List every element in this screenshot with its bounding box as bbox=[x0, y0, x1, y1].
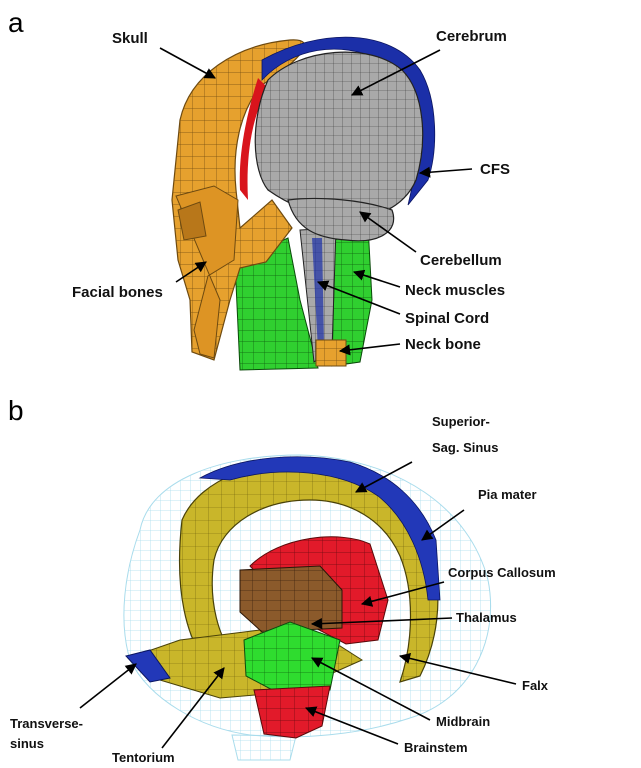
panel-b-letter: b bbox=[8, 395, 24, 426]
label-cfs: CFS bbox=[480, 161, 510, 178]
label-facial-bones: Facial bones bbox=[72, 284, 163, 301]
label-superior-line1: Superior- bbox=[432, 414, 490, 429]
label-tentorium: Tentorium bbox=[112, 750, 175, 765]
panel-b: b Superior- Sag. Sinus Pia mater bbox=[8, 395, 556, 765]
label-transverse-line2: sinus bbox=[10, 736, 44, 751]
label-transverse-line1: Transverse- bbox=[10, 716, 83, 731]
label-falx: Falx bbox=[522, 678, 549, 693]
label-superior-line2: Sag. Sinus bbox=[432, 440, 498, 455]
label-skull: Skull bbox=[112, 30, 148, 47]
label-corpus-callosum: Corpus Callosum bbox=[448, 565, 556, 580]
label-spinal-cord: Spinal Cord bbox=[405, 310, 489, 327]
label-cerebellum: Cerebellum bbox=[420, 252, 502, 269]
head-model-illustration bbox=[172, 37, 435, 370]
label-midbrain: Midbrain bbox=[436, 714, 490, 729]
label-neck-muscles: Neck muscles bbox=[405, 282, 505, 299]
label-neck-bone: Neck bone bbox=[405, 336, 481, 353]
neck-bone-shape bbox=[316, 340, 346, 366]
label-brainstem: Brainstem bbox=[404, 740, 468, 755]
label-cerebrum: Cerebrum bbox=[436, 28, 507, 45]
panel-a-letter: a bbox=[8, 7, 24, 38]
label-thalamus: Thalamus bbox=[456, 610, 517, 625]
cerebrum-shape bbox=[255, 52, 422, 219]
panel-a: a Skull Cerebrum bbox=[8, 7, 510, 370]
label-pia-mater: Pia mater bbox=[478, 487, 537, 502]
